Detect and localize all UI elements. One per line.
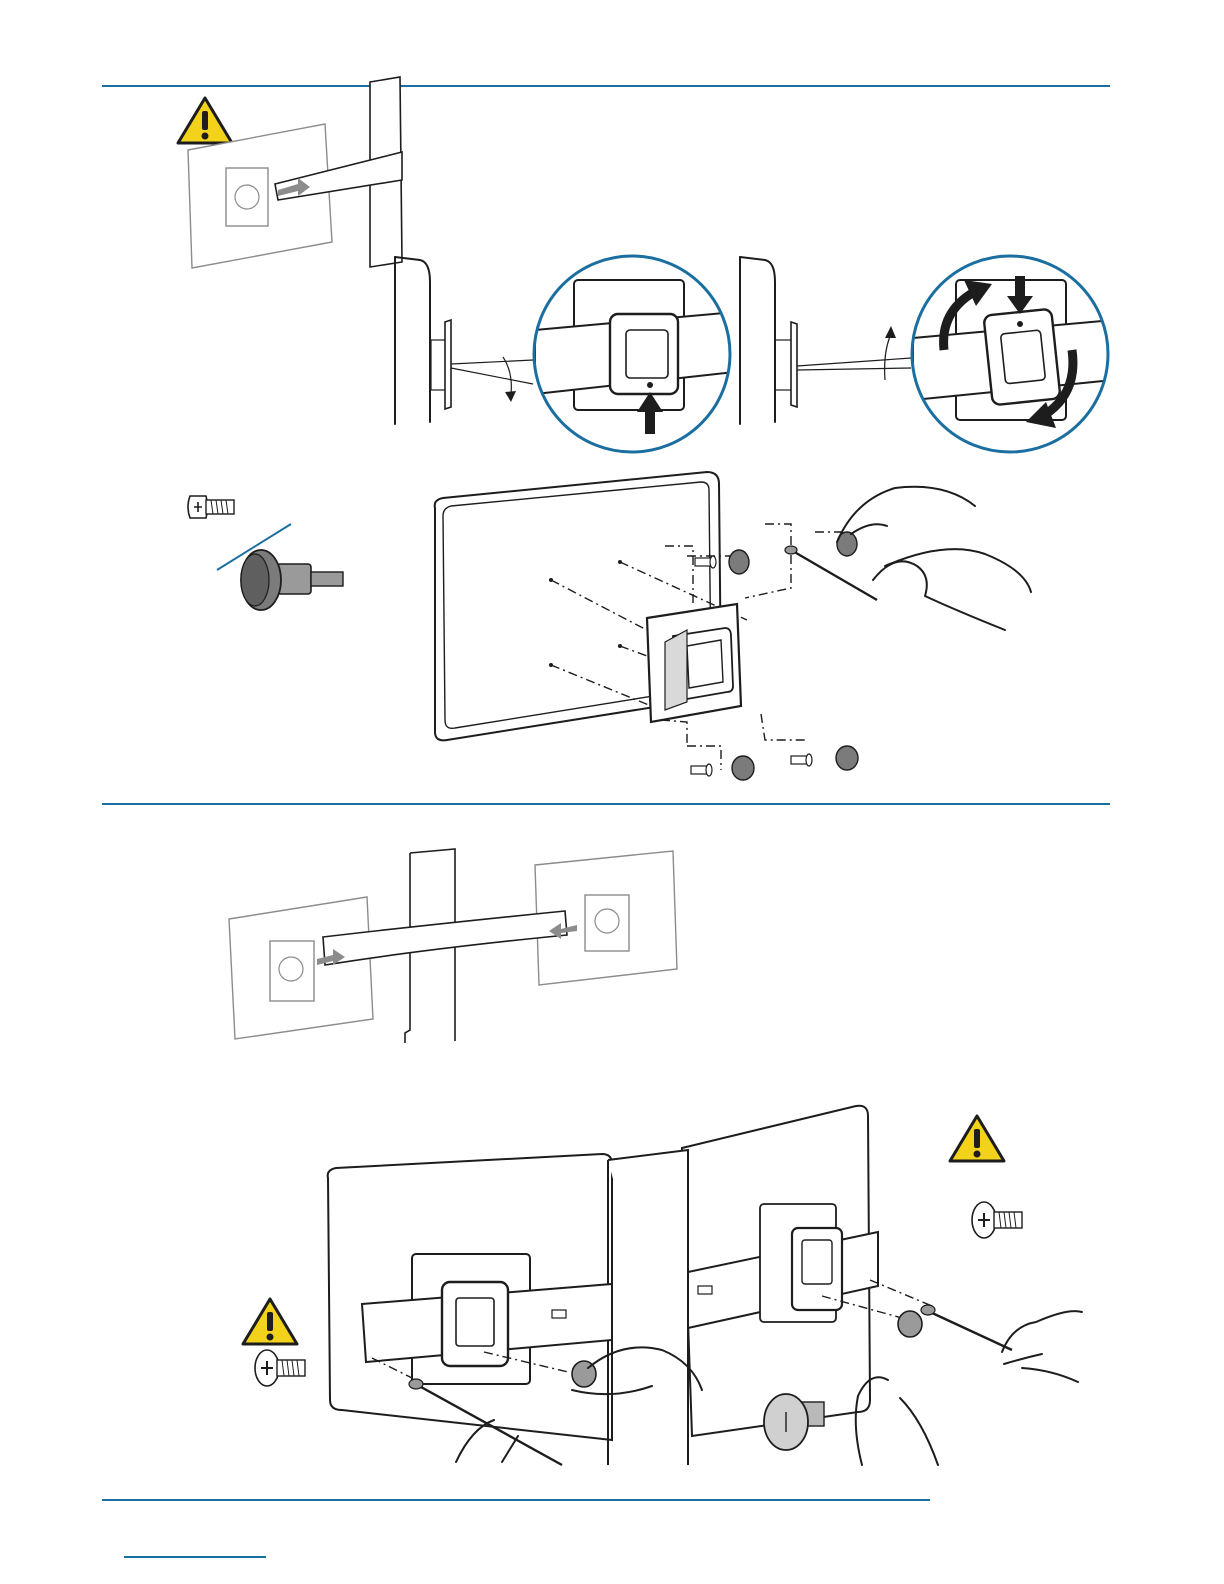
knob-small xyxy=(836,746,858,770)
phillips-screw-icon xyxy=(970,1198,1026,1242)
section-rule-bottom xyxy=(102,1499,930,1501)
lock-detail-circle xyxy=(530,252,735,457)
phillips-screw-icon xyxy=(253,1346,309,1390)
screw-small xyxy=(695,556,716,568)
screw-small xyxy=(791,754,812,766)
dual-ghost-monitors-slide-on xyxy=(225,845,685,1045)
knob-small xyxy=(732,756,754,780)
phillips-screw-icon xyxy=(186,490,238,524)
knob-large xyxy=(764,1394,824,1450)
thumb-knob-icon xyxy=(215,520,355,620)
tilt-up-detail xyxy=(735,252,915,427)
section-rule-middle xyxy=(102,803,1110,805)
footer-rule xyxy=(124,1556,266,1558)
knob-small xyxy=(729,550,749,574)
ghost-monitor-slide-on xyxy=(180,72,415,272)
screw-small xyxy=(691,764,712,776)
vesa-plate-attach xyxy=(425,470,1065,790)
warning-triangle-icon xyxy=(240,1296,300,1348)
rotate-detail-circle xyxy=(908,250,1113,460)
knob-medium xyxy=(898,1311,922,1337)
tilt-down-detail xyxy=(385,252,535,427)
warning-triangle-icon xyxy=(947,1113,1007,1165)
